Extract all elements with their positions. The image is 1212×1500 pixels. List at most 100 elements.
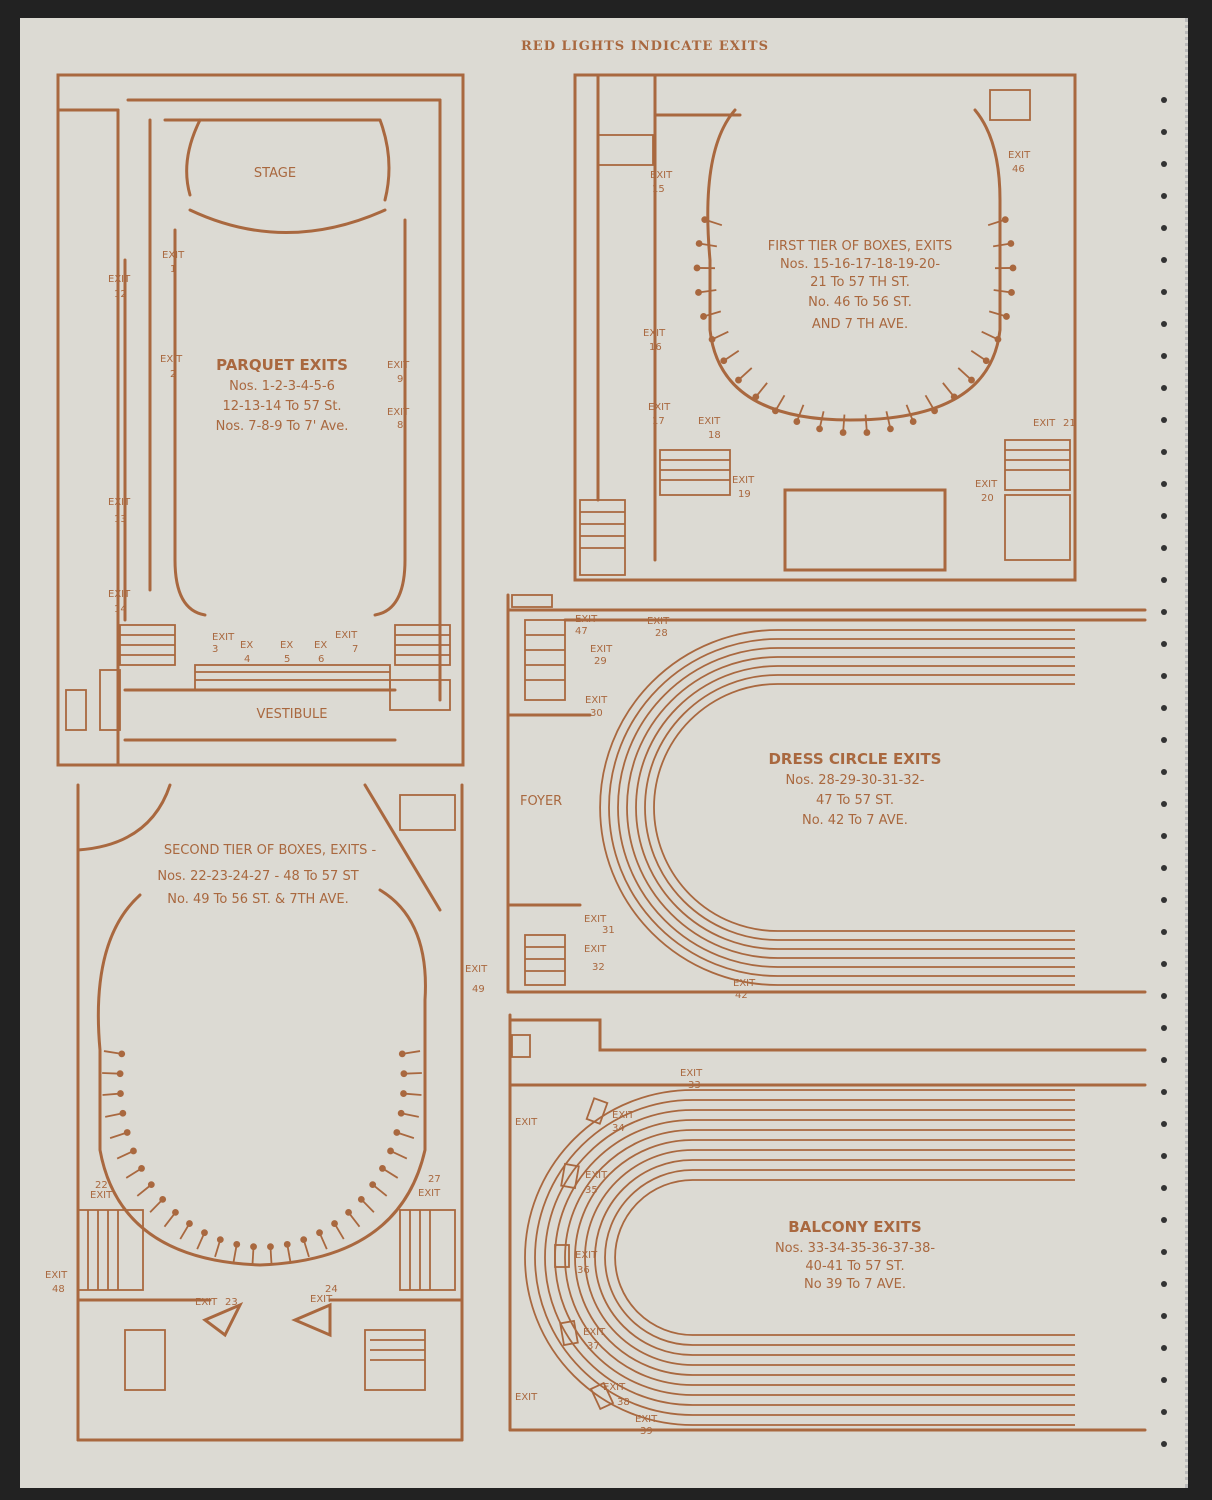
- binding-hole: [1161, 1345, 1167, 1351]
- binding-hole: [1161, 1313, 1167, 1319]
- svg-text:EXIT: EXIT: [575, 614, 598, 625]
- binding-hole: [1161, 321, 1167, 327]
- first-tier-heading: FIRST TIER OF BOXES, EXITS: [768, 239, 953, 254]
- svg-text:49: 49: [472, 984, 485, 995]
- svg-text:5: 5: [284, 654, 290, 665]
- first-tier-boxes-curve: [706, 108, 1002, 422]
- svg-text:EXIT: EXIT: [515, 1392, 538, 1403]
- svg-text:EXIT: EXIT: [584, 944, 607, 955]
- svg-text:EXIT: EXIT: [515, 1117, 538, 1128]
- second-tier-box-knob-17: [283, 1240, 291, 1248]
- svg-text:EXIT: EXIT: [975, 479, 998, 490]
- svg-text:35: 35: [585, 1185, 598, 1196]
- svg-text:EXIT: EXIT: [1008, 150, 1031, 161]
- svg-text:48: 48: [52, 1284, 65, 1295]
- first-tier-box-knob-7: [720, 357, 728, 365]
- second-tier-box-knob-24: [379, 1165, 386, 1172]
- first-tier-box-knob-11: [793, 418, 801, 425]
- first-tier-box-knob-19: [968, 376, 975, 384]
- svg-text:EXIT: EXIT: [575, 1250, 598, 1261]
- second-tier-box-knob-21: [345, 1208, 352, 1216]
- balcony-row-6: [574, 1139, 1075, 1376]
- binding-hole: [1161, 769, 1167, 775]
- binding-hole: [1161, 1185, 1167, 1191]
- balcony-row-2: [534, 1099, 1075, 1416]
- balcony-row-5: [564, 1129, 1075, 1386]
- binding-hole: [1161, 1409, 1167, 1415]
- svg-text:19: 19: [738, 489, 751, 500]
- svg-text:EXIT: EXIT: [732, 475, 755, 486]
- binding-hole: [1161, 705, 1167, 711]
- svg-text:18: 18: [708, 430, 721, 441]
- second-tier-heading: SECOND TIER OF BOXES, EXITS -: [164, 843, 377, 858]
- balcony-row-4: [554, 1119, 1075, 1396]
- svg-text:EXIT: EXIT: [680, 1068, 703, 1079]
- parquet-auditorium-wall: [173, 218, 407, 617]
- svg-text:15: 15: [652, 184, 665, 195]
- svg-text:EXIT: EXIT: [1033, 418, 1056, 429]
- dress-circle-heading: DRESS CIRCLE EXITS: [768, 750, 941, 768]
- svg-text:EXIT: EXIT: [162, 250, 185, 261]
- svg-text:EX: EX: [314, 640, 327, 651]
- first-tier-stairs: [579, 89, 1071, 576]
- svg-text:EXIT: EXIT: [585, 695, 608, 706]
- first-tier-box-knob-10: [772, 407, 779, 415]
- dress-circle-row-1: [599, 629, 1075, 986]
- svg-text:21: 21: [1063, 418, 1076, 429]
- svg-text:17: 17: [652, 416, 665, 427]
- first-tier-box-knob-16: [909, 418, 917, 425]
- first-tier-box-knob-8: [735, 376, 742, 384]
- svg-text:42: 42: [735, 990, 748, 1001]
- first-tier-box-knob-26: [1001, 216, 1009, 224]
- svg-text:37: 37: [587, 1341, 600, 1352]
- first-tier-box-knob-15: [887, 425, 894, 433]
- svg-text:7: 7: [352, 644, 358, 655]
- balcony-line2: 40-41 To 57 ST.: [805, 1259, 904, 1274]
- second-tier-box-knob-30: [398, 1050, 406, 1058]
- second-tier-box-knob-19: [316, 1229, 323, 1237]
- dress-circle-row-4: [626, 656, 1075, 959]
- svg-text:24: 24: [325, 1284, 338, 1295]
- balcony-exit-doors: [554, 1097, 615, 1411]
- first-tier-box-partitions: [693, 216, 1017, 436]
- balcony-row-8: [594, 1159, 1075, 1356]
- svg-text:EXIT: EXIT: [590, 644, 613, 655]
- first-tier-box-knob-22: [1003, 313, 1010, 320]
- svg-text:EXIT: EXIT: [647, 616, 670, 627]
- second-tier-box-knob-26: [393, 1129, 401, 1136]
- balcony-line1: Nos. 33-34-35-36-37-38-: [775, 1241, 935, 1256]
- svg-text:34: 34: [612, 1123, 625, 1134]
- second-tier-box-partitions: [102, 1050, 422, 1265]
- program-sheet: [20, 18, 1188, 1488]
- svg-text:28: 28: [655, 628, 668, 639]
- dress-circle-row-3: [617, 647, 1075, 968]
- svg-text:31: 31: [602, 925, 615, 936]
- svg-text:13: 13: [114, 514, 127, 525]
- second-tier-line2: No. 49 To 56 ST. & 7TH AVE.: [167, 892, 349, 907]
- svg-text:16: 16: [649, 342, 662, 353]
- first-tier-box-knob-1: [701, 216, 709, 224]
- balcony-seating-rows: [524, 1089, 1075, 1426]
- binding-hole: [1161, 609, 1167, 615]
- dress-circle-seating-rows: [599, 629, 1075, 986]
- binding-hole: [1161, 1089, 1167, 1095]
- second-tier-line1: Nos. 22-23-24-27 - 48 To 57 ST: [157, 869, 358, 884]
- binding-hole: [1161, 1249, 1167, 1255]
- parquet-heading: PARQUET EXITS: [216, 356, 348, 374]
- binding-hole: [1161, 673, 1167, 679]
- svg-text:9: 9: [397, 374, 403, 385]
- binding-hole: [1161, 417, 1167, 423]
- stage-label: STAGE: [254, 166, 296, 181]
- svg-text:EXIT: EXIT: [733, 978, 756, 989]
- svg-text:8: 8: [397, 420, 403, 431]
- second-tier-boxes-curve: [96, 888, 427, 1267]
- svg-text:2: 2: [170, 369, 176, 380]
- svg-text:20: 20: [981, 493, 994, 504]
- balcony-row-1: [524, 1089, 1075, 1426]
- svg-text:3: 3: [212, 644, 218, 655]
- svg-text:EXIT: EXIT: [90, 1190, 113, 1201]
